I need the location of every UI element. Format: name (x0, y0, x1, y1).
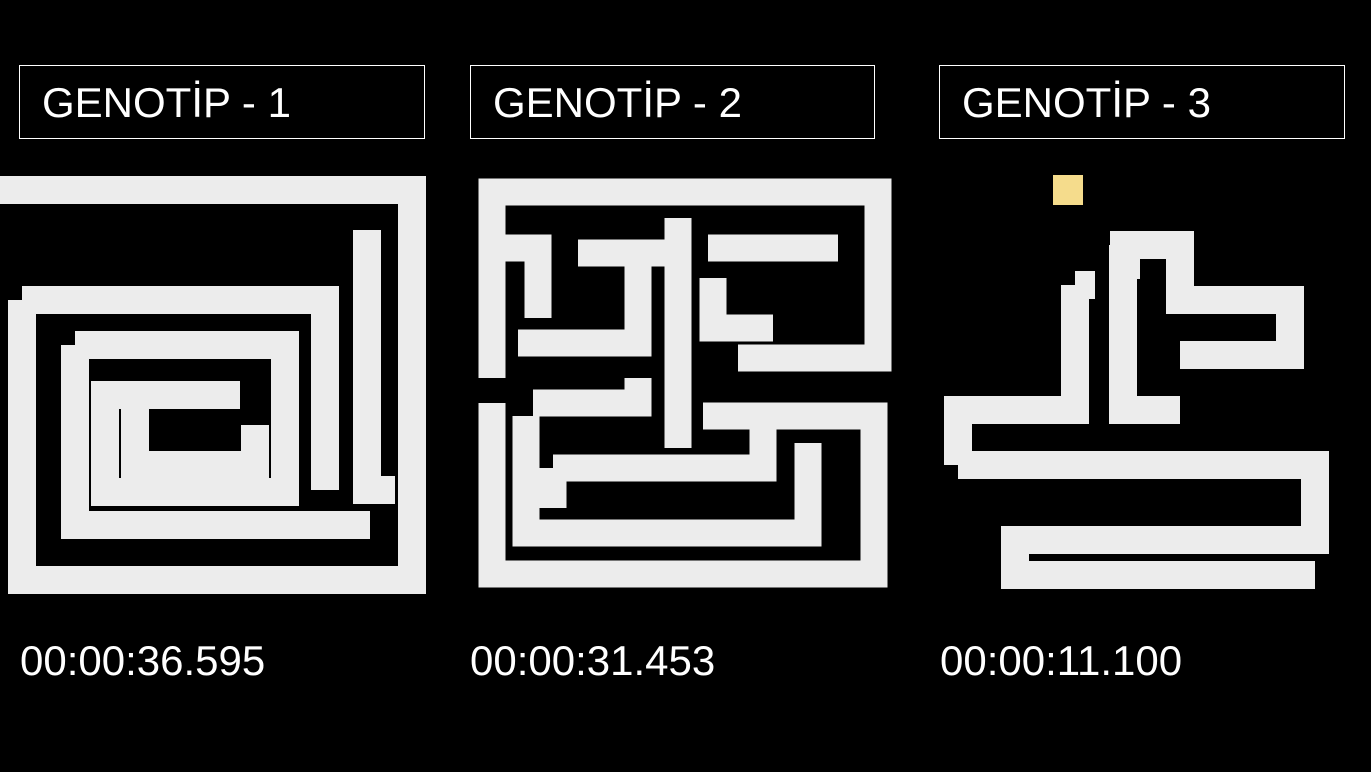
maze-1-wall-ring-2 (22, 286, 339, 490)
agent-marker (1053, 175, 1083, 205)
genotype-3-title: GENOTİP - 3 (939, 65, 1345, 139)
maze-1 (0, 176, 426, 594)
maze-2-wall-right-mid (699, 278, 773, 342)
maze-2-wall-lower-inner (512, 416, 822, 547)
genotype-2-title: GENOTİP - 2 (470, 65, 875, 139)
maze-2-wall-lower-left (533, 378, 652, 417)
maze-1-wall-ring-5 (121, 395, 269, 479)
maze-3-wall-t-vertical (1109, 245, 1180, 424)
maze-3 (944, 175, 1329, 589)
genotype-1-title: GENOTİP - 1 (19, 65, 425, 139)
maze-2 (478, 178, 892, 588)
maze-2-wall-center-arm (600, 239, 692, 398)
genotype-1-time: 00:00:36.595 (20, 637, 266, 684)
maze-1-wall-spur (353, 230, 395, 504)
maze-2-wall-lower-loop (553, 403, 777, 482)
maze-1-wall-ring-3 (61, 345, 370, 539)
genotype-3-time: 00:00:11.100 (940, 637, 1183, 684)
maze-3-wall-bottom-run (958, 451, 1329, 589)
maze-2-wall-bottom (478, 402, 888, 588)
genotype-2-time: 00:00:31.453 (470, 637, 716, 684)
maze-1-wall-outer (0, 176, 426, 594)
maze-3-wall-t-top (1110, 231, 1304, 369)
maze-2-wall-left-upper (492, 234, 552, 318)
maze-3-wall-left-rise (944, 285, 1089, 465)
